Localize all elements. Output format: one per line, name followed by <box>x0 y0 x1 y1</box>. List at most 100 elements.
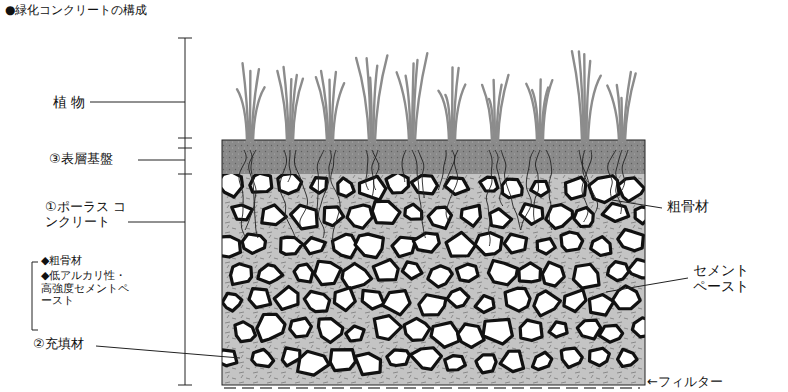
grass-blade <box>333 83 344 141</box>
grass-blade <box>579 51 584 141</box>
root <box>616 150 622 214</box>
aggregate-stone <box>447 289 469 308</box>
aggregate-stone <box>612 286 640 309</box>
aggregate-stone <box>561 348 582 367</box>
aggregate-stone <box>602 203 629 221</box>
aggregate-stone <box>372 201 400 223</box>
dimension-tick <box>178 38 192 39</box>
root <box>280 150 296 238</box>
aggregate-stone <box>635 207 645 224</box>
grass-blade <box>455 84 465 141</box>
grass-blade <box>543 80 552 141</box>
part-label: 粗骨材 <box>666 198 710 214</box>
aggregate-stone <box>222 236 240 257</box>
aggregate-stone <box>519 263 541 282</box>
aggregate-stone <box>573 264 599 288</box>
root <box>331 150 340 246</box>
dimension-tick <box>178 148 192 149</box>
root <box>418 150 424 198</box>
leader-line <box>96 346 240 358</box>
grass-blade <box>494 80 495 141</box>
component-note: ◆粗骨材 <box>40 255 83 268</box>
dimension-tick <box>178 174 192 175</box>
root <box>402 150 406 182</box>
plants <box>237 51 636 141</box>
bracket <box>32 262 38 330</box>
root <box>582 150 592 222</box>
grass-blade <box>445 95 450 141</box>
concrete-block <box>222 140 645 385</box>
root <box>288 150 291 182</box>
filter-line <box>224 387 640 389</box>
grass-blade <box>284 67 289 141</box>
part-label: ←フィルター <box>646 375 724 390</box>
aggregate-stone <box>428 207 451 229</box>
aggregate-stone <box>274 286 298 309</box>
root <box>372 150 379 190</box>
root <box>412 150 425 238</box>
aggregate-stone <box>298 351 329 375</box>
grass-blade <box>406 76 411 141</box>
dimension-lines <box>178 38 192 385</box>
root <box>546 150 552 230</box>
aggregate-stone <box>373 260 398 281</box>
aggregate-stone <box>607 262 628 281</box>
root <box>366 150 369 190</box>
aggregate-stone <box>445 356 466 371</box>
root <box>486 150 492 246</box>
aggregate-stone <box>476 355 496 373</box>
aggregate-stone <box>500 351 523 372</box>
root <box>608 150 616 198</box>
root <box>495 150 503 206</box>
grass-blade <box>588 76 601 141</box>
aggregate-stone <box>590 348 610 366</box>
grass-blade <box>617 85 621 141</box>
layer-label: ③表層基盤 <box>48 152 114 167</box>
aggregate-stone <box>330 350 355 371</box>
aggregate-stone <box>281 237 303 254</box>
grass-blade <box>253 87 265 141</box>
aggregate-stone <box>542 262 564 286</box>
aggregate-stone <box>591 237 611 256</box>
root <box>446 150 458 222</box>
aggregate-stone <box>589 176 619 203</box>
grass-blade <box>243 63 249 141</box>
aggregate-stone <box>480 177 498 191</box>
aggregate-stone <box>531 181 549 196</box>
aggregate-stone <box>342 263 371 288</box>
aggregate-stone <box>446 232 475 256</box>
aggregate-stone <box>618 230 644 251</box>
aggregate-stone <box>537 239 555 254</box>
aggregate-stone <box>282 348 300 366</box>
aggregate-stone <box>235 322 256 342</box>
dimension-line <box>185 38 186 385</box>
aggregate-stone <box>532 352 551 369</box>
aggregate-stone <box>257 314 285 341</box>
aggregate-stone <box>458 324 484 347</box>
aggregate-stone <box>249 289 271 308</box>
root <box>622 150 628 190</box>
leader-lines <box>32 102 688 358</box>
aggregate-stone <box>314 261 341 284</box>
aggregate-stone <box>461 205 480 226</box>
root <box>316 150 324 214</box>
aggregate-stone <box>574 208 593 227</box>
aggregate-stone <box>534 291 561 316</box>
aggregate-stone <box>222 293 242 311</box>
root <box>534 150 540 222</box>
aggregate-stone <box>304 238 326 254</box>
aggregate-stone <box>504 234 526 253</box>
aggregate-stone <box>258 265 283 283</box>
aggregate-stone <box>387 350 409 366</box>
aggregate-stone <box>505 288 530 311</box>
aggregate-stone <box>561 232 583 251</box>
aggregate-stone <box>411 175 437 193</box>
layer-label: ②充填材 <box>32 337 85 352</box>
grass-blade <box>489 99 494 141</box>
aggregate-stone <box>564 290 586 312</box>
aggregate-stone <box>632 318 645 337</box>
grass-blade <box>370 78 372 141</box>
aggregate-stone <box>410 348 441 370</box>
aggregate-stone <box>483 319 512 344</box>
